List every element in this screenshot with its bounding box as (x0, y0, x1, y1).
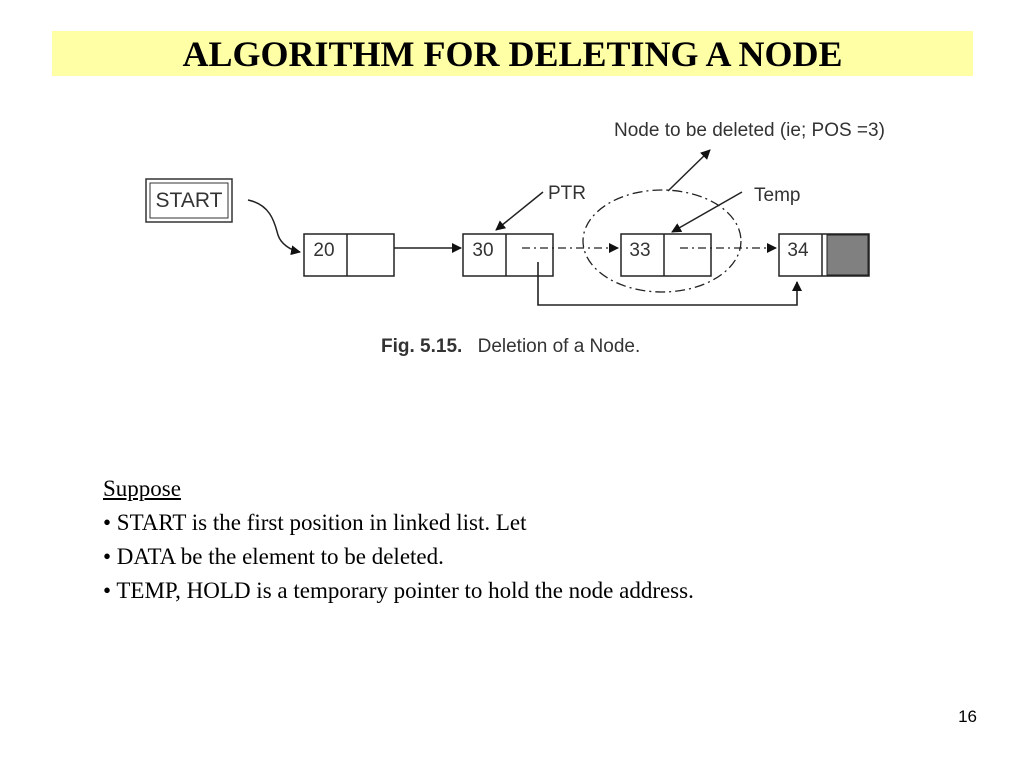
bullet-start: • START is the first position in linked … (103, 510, 527, 535)
temp-label: Temp (754, 185, 800, 206)
figure-number: Fig. 5.15. (381, 336, 462, 357)
ptr-arrow (495, 191, 544, 231)
page-number: 16 (958, 707, 977, 726)
new-link-30-34 (537, 262, 802, 306)
title-banner: ALGORITHM FOR DELETING A NODE (52, 31, 973, 76)
bullet-data: • DATA be the element to be deleted. (103, 544, 444, 569)
node-20: 20 (303, 233, 395, 277)
start-label: START (156, 189, 223, 212)
node-30: 30 (462, 233, 554, 277)
node-34: 34 (778, 233, 870, 277)
description-block: Suppose • START is the first position in… (103, 472, 923, 608)
start-pointer-arrow (247, 199, 301, 256)
temp-arrow (671, 191, 743, 233)
node-33: 33 (620, 233, 712, 277)
ptr-label: PTR (548, 183, 586, 204)
start-box: START (145, 178, 233, 223)
node-30-data: 30 (472, 240, 493, 261)
slide-title: ALGORITHM FOR DELETING A NODE (182, 33, 843, 74)
bullet-temp-hold: • TEMP, HOLD is a temporary pointer to h… (103, 578, 694, 603)
node-33-data: 33 (629, 240, 650, 261)
node-20-data: 20 (313, 240, 334, 261)
figure-caption: Deletion of a Node. (478, 336, 641, 357)
deleted-note-arrow (667, 149, 711, 192)
node-34-data: 34 (787, 240, 809, 261)
deleted-node-note: Node to be deleted (ie; POS =3) (614, 120, 885, 141)
suppose-heading: Suppose (103, 476, 181, 501)
null-pointer-cell (826, 234, 869, 276)
deleted-node-highlight (582, 189, 742, 293)
svg-text:Fig. 5.15. Deletion of a N: Fig. 5.15. Deletion of a Node. (381, 336, 640, 357)
